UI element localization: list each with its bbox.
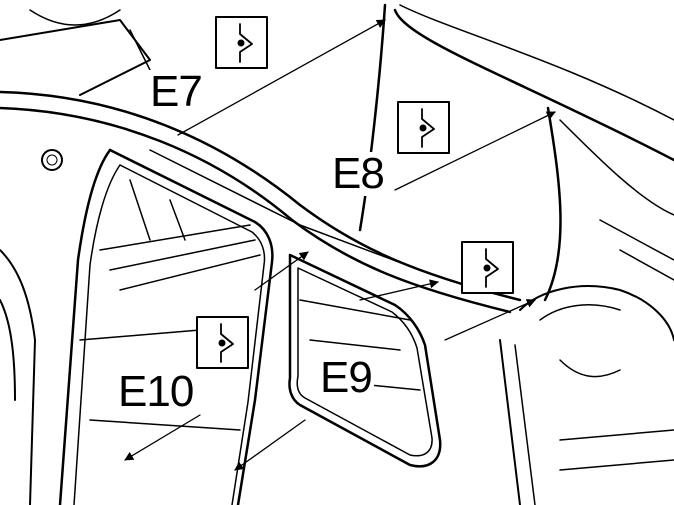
leader-arrows — [124, 19, 556, 471]
arrow-e7 — [177, 19, 386, 136]
callout-e9: E9 — [318, 353, 374, 402]
roof-rail — [0, 90, 522, 314]
callout-e10: E10 — [116, 367, 196, 416]
callout-e7: E7 — [148, 67, 204, 116]
arrow-e8 — [394, 111, 556, 191]
arrow-e10-b — [234, 419, 306, 471]
front-door-opening — [288, 253, 442, 468]
seam-sealer-icon — [196, 16, 514, 369]
sealer-symbol-e10 — [196, 316, 249, 369]
sealer-symbol-e8 — [397, 101, 450, 154]
arrow-e9-c — [444, 299, 536, 341]
arrow-e9-b — [359, 279, 439, 301]
rear-quarter — [0, 9, 161, 505]
wheelhouse — [499, 219, 674, 505]
sealer-symbol-e7 — [215, 16, 268, 69]
sealer-symbol-e9 — [461, 241, 514, 294]
callout-e8: E8 — [330, 149, 386, 198]
arrow-e9-a — [254, 251, 309, 291]
rear-door-opening — [58, 148, 274, 505]
a-pillar — [358, 3, 674, 302]
arrow-e10-a — [124, 414, 201, 461]
